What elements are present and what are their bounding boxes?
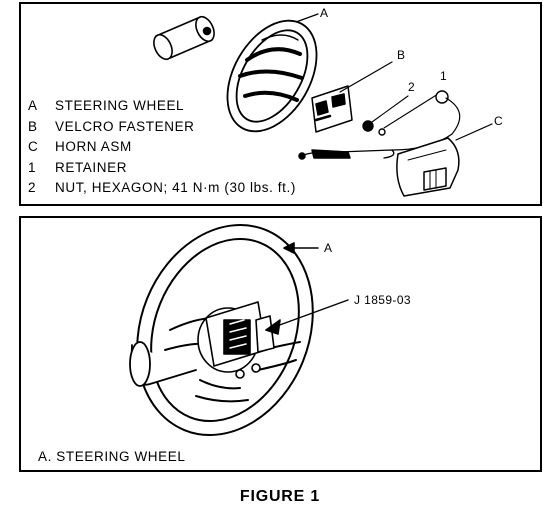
velcro-fastener bbox=[311, 61, 393, 133]
parts-legend: A STEERING WHEEL B VELCRO FASTENER C HOR… bbox=[28, 96, 296, 199]
legend-row: A STEERING WHEEL bbox=[28, 96, 296, 117]
legend-key: A bbox=[28, 98, 38, 113]
legend-text: HORN ASM bbox=[55, 139, 132, 154]
steering-column-shaft bbox=[153, 15, 215, 61]
callout-2: 2 bbox=[408, 80, 416, 94]
legend-key: B bbox=[28, 118, 38, 134]
legend-key: C bbox=[28, 139, 39, 154]
legend-key: 1 bbox=[28, 159, 37, 175]
arrow-a bbox=[283, 242, 319, 254]
horn-assembly bbox=[298, 123, 493, 197]
legend-row: 1 RETAINER bbox=[28, 158, 296, 179]
puller-tool bbox=[197, 299, 349, 379]
callout-1: 1 bbox=[440, 69, 448, 83]
nut-and-retainer bbox=[362, 90, 461, 151]
callout-b: B bbox=[397, 48, 406, 62]
figure-title: FIGURE 1 bbox=[239, 488, 321, 505]
callout-c: C bbox=[494, 114, 504, 128]
legend-text: VELCRO FASTENER bbox=[55, 118, 195, 134]
legend-row: B VELCRO FASTENER bbox=[28, 117, 296, 138]
callout-a-top: A bbox=[320, 6, 329, 20]
legend-text: RETAINER bbox=[55, 159, 128, 175]
legend-row: 2 NUT, HEXAGON; 41 N·m (30 lbs. ft.) bbox=[28, 178, 296, 199]
panel-caption: A. STEERING WHEEL bbox=[38, 449, 186, 464]
steering-column bbox=[129, 341, 197, 387]
tool-label: J 1859-03 bbox=[354, 293, 411, 307]
steering-wheel-exploded bbox=[226, 13, 319, 133]
callout-a-bottom: A bbox=[324, 241, 333, 255]
legend-key: 2 bbox=[28, 180, 37, 195]
legend-row: C HORN ASM bbox=[28, 137, 296, 158]
legend-text: NUT, HEXAGON; 41 N·m (30 lbs. ft.) bbox=[55, 180, 296, 195]
legend-text: STEERING WHEEL bbox=[55, 98, 185, 113]
